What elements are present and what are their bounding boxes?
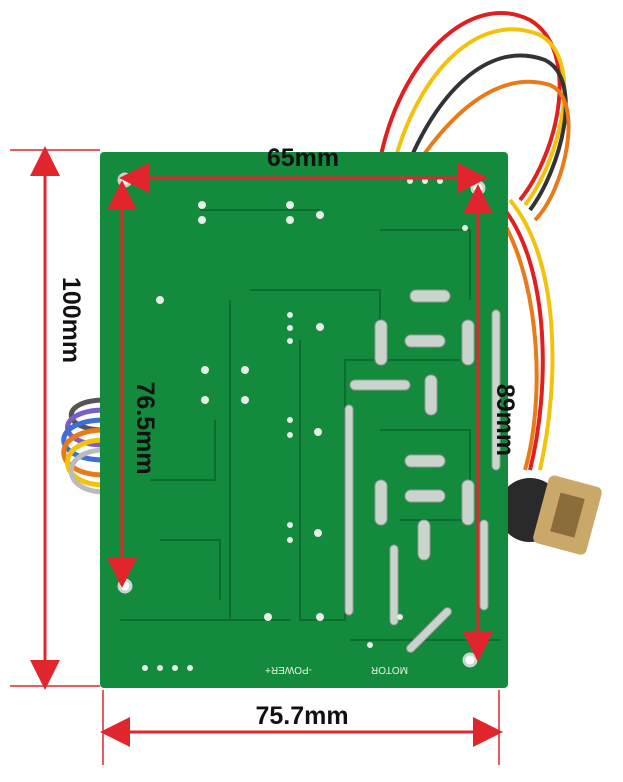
dimension-lines bbox=[10, 146, 503, 765]
potentiometer bbox=[498, 475, 602, 555]
label-65mm: 65mm bbox=[267, 144, 339, 172]
wire-bundle-left bbox=[61, 397, 106, 495]
label-76-5mm: 76.5mm bbox=[131, 381, 159, 474]
label-89mm: 89mm bbox=[491, 384, 519, 456]
pcb-pads bbox=[344, 289, 501, 653]
pcb-board bbox=[100, 152, 508, 688]
label-75-7mm: 75.7mm bbox=[255, 702, 348, 730]
silkscreen-power: -POWER+ bbox=[265, 664, 312, 675]
label-100mm: 100mm bbox=[57, 277, 85, 363]
wire-bundle-top bbox=[378, 11, 571, 471]
silkscreen-motor: MOTOR bbox=[371, 664, 408, 675]
